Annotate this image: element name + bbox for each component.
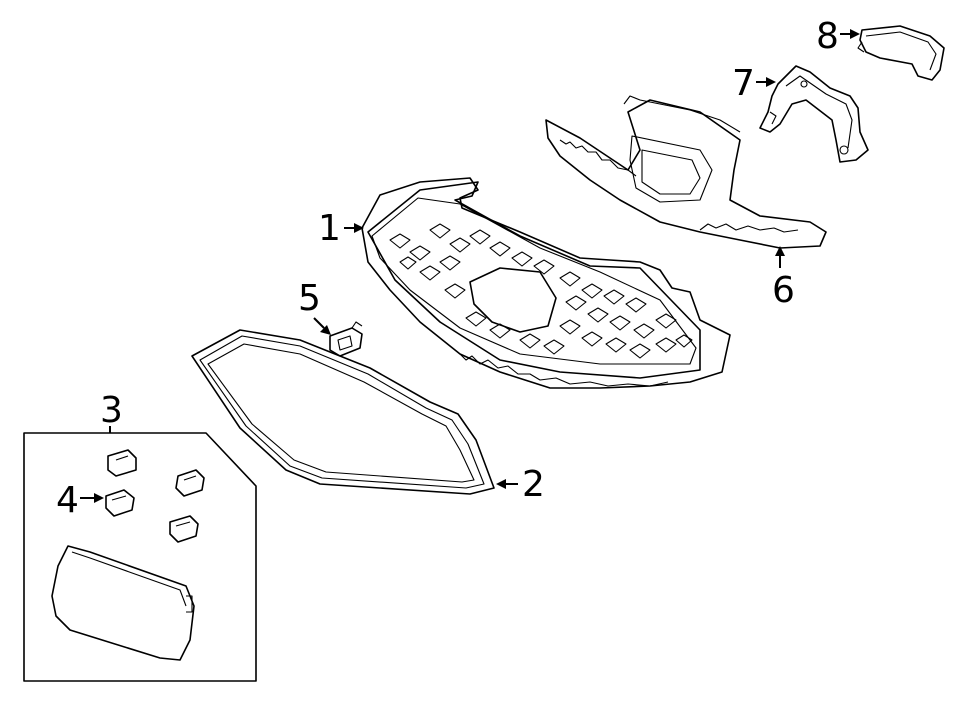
part-5-clip [329,321,363,357]
callout-8: 8 [816,16,839,57]
callout-1: 1 [318,208,341,249]
kit-box [23,432,257,682]
callout-4: 4 [56,480,79,521]
callout-7: 7 [732,63,755,104]
callout-5: 5 [298,278,321,319]
part-6-bracket [545,95,827,249]
callout-6: 6 [772,270,795,311]
part-8-cover [857,25,945,81]
part-4-clips [105,449,205,543]
callout-3: 3 [100,390,123,431]
part-2-surround [191,329,495,495]
part-3-cover-panel [51,545,195,661]
leader-lines [80,29,860,503]
part-1-grille [361,177,731,389]
callout-2: 2 [522,464,545,505]
part-7-bracket [759,65,869,163]
